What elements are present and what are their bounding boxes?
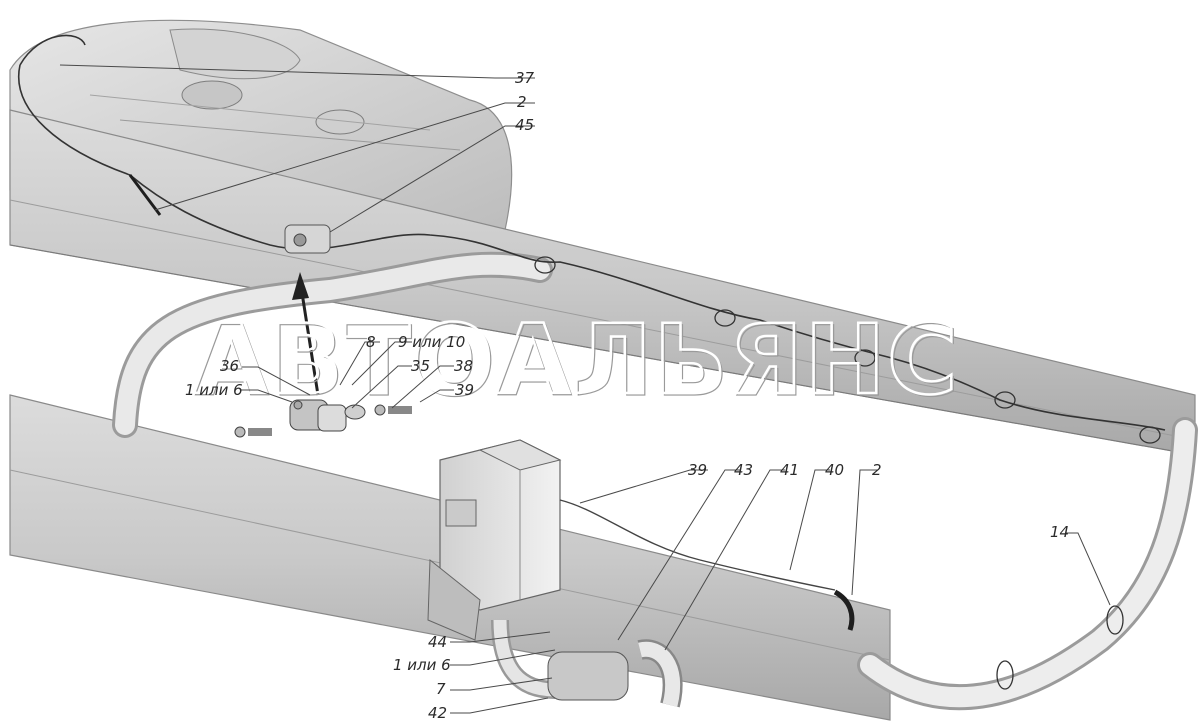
callout-39b: 39 — [688, 461, 707, 479]
watermark-text-shadow: АВТОАЛЬЯНС — [195, 306, 961, 418]
callout-35: 35 — [411, 357, 430, 375]
fuel-pump — [284, 224, 331, 254]
leader-2b — [851, 469, 878, 596]
leader-44 — [450, 631, 551, 643]
leader-38 — [391, 365, 454, 409]
callout-2b: 2 — [872, 461, 882, 479]
callout-38: 38 — [454, 357, 473, 375]
watermark-text: АВТОАЛЬЯНС — [193, 304, 959, 416]
callout-labels: 37 2 45 8 9 или 10 36 35 38 1 или 6 39 3… — [185, 69, 1069, 722]
callout-8: 8 — [366, 333, 376, 351]
watermark: АВТОАЛЬЯНС АВТОАЛЬЯНС — [192, 303, 961, 419]
wire-clamps — [534, 256, 1161, 690]
callout-9: 9 или 10 — [398, 333, 465, 351]
leader-36 — [242, 366, 311, 396]
leader-40 — [789, 469, 830, 571]
air-duct-left — [112, 251, 553, 438]
callout-14: 14 — [1050, 523, 1069, 541]
leader-1a — [240, 389, 293, 403]
heater-unit — [427, 439, 562, 641]
leader-43 — [617, 469, 740, 641]
leader-14 — [1065, 532, 1111, 606]
leader-8 — [339, 341, 380, 386]
callout-1a: 1 или 6 — [185, 381, 243, 399]
leader-2a — [154, 102, 535, 211]
air-duct-right — [857, 417, 1198, 711]
leader-37 — [59, 64, 535, 79]
callout-41: 41 — [780, 461, 799, 479]
leader-45 — [329, 125, 535, 233]
callout-42: 42 — [428, 704, 447, 722]
leader-1b — [450, 649, 556, 666]
callout-45: 45 — [515, 116, 534, 134]
leader-42 — [450, 697, 549, 714]
leader-41 — [664, 469, 785, 651]
callout-43: 43 — [734, 461, 753, 479]
callout-40: 40 — [825, 461, 844, 479]
leader-39b — [579, 469, 708, 504]
callout-44: 44 — [428, 633, 447, 651]
heater-fuel-line — [559, 499, 855, 631]
leader-35 — [351, 365, 412, 409]
leader-lines — [59, 64, 1111, 714]
exploded-fittings — [234, 272, 412, 438]
leader-7 — [450, 677, 553, 691]
callout-37: 37 — [515, 69, 535, 87]
callout-2a: 2 — [517, 93, 527, 111]
callout-7: 7 — [436, 680, 446, 698]
callout-1b: 1 или 6 — [393, 656, 451, 674]
fuel-line — [17, 34, 1166, 431]
exhaust-muffler — [491, 619, 683, 708]
leader-39a — [419, 389, 454, 403]
callout-39a: 39 — [455, 381, 474, 399]
callout-36: 36 — [220, 357, 239, 375]
leader-9 — [351, 341, 412, 386]
